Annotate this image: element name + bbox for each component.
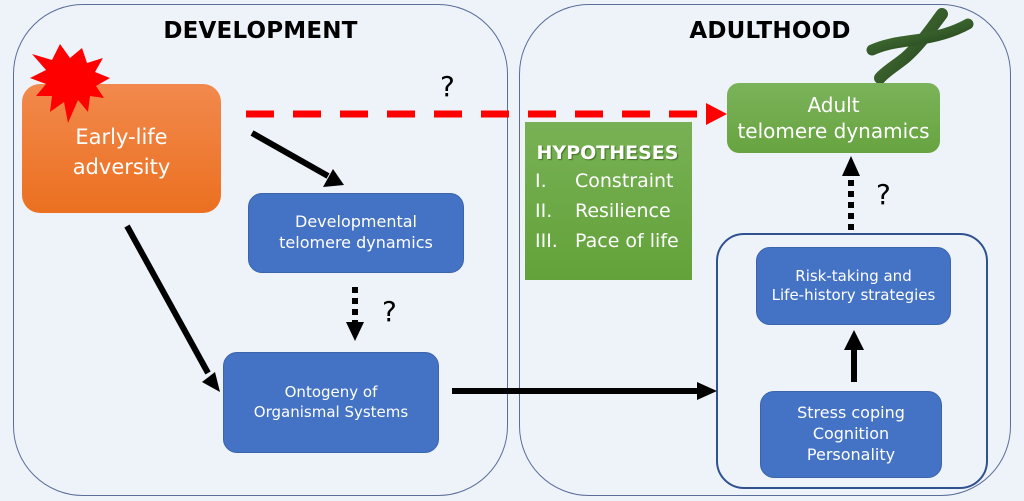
development-title: DEVELOPMENT	[163, 18, 358, 44]
node-label: telomere dynamics	[737, 119, 930, 143]
hypothesis-number: II.	[535, 200, 553, 222]
arrowhead	[323, 169, 344, 187]
arrowhead	[202, 372, 220, 392]
risk-taking-node: Risk-taking and Life-history strategies	[756, 247, 951, 325]
node-label: telomere dynamics	[279, 233, 433, 252]
chromosome-icon	[866, 8, 974, 84]
arrowhead	[697, 382, 717, 400]
node-label: Life-history strategies	[771, 286, 936, 304]
question-mark-top: ?	[440, 70, 455, 103]
arrowhead	[346, 322, 364, 341]
arrow-early-to-ontogeny	[124, 224, 211, 375]
hypothesis-label: Resilience	[575, 200, 671, 222]
arrowhead	[844, 330, 864, 350]
red-arrowhead	[706, 103, 727, 125]
node-label: adversity	[72, 154, 171, 179]
arrowhead	[842, 156, 860, 176]
ontogeny-node: Ontogeny of Organismal Systems	[223, 352, 439, 453]
behaviour-container	[716, 233, 988, 489]
hypothesis-item: III. Pace of life	[535, 226, 692, 256]
node-label: Personality	[806, 444, 896, 464]
hypothesis-item: II. Resilience	[535, 196, 692, 226]
hypotheses-box: HYPOTHESES I. Constraint II. Resilience …	[525, 122, 692, 280]
explosion-burst-icon	[30, 44, 110, 123]
node-label: Cognition	[812, 424, 890, 444]
node-label: Organismal Systems	[253, 402, 409, 421]
node-label: Adult	[807, 93, 860, 117]
arrow-early-to-developmental	[250, 130, 330, 179]
question-mark-adult: ?	[876, 178, 891, 211]
adulthood-panel	[519, 4, 1011, 496]
hypothesis-number: I.	[535, 170, 547, 192]
hypothesis-number: III.	[535, 230, 558, 252]
stress-coping-node: Stress coping Cognition Personality	[760, 391, 942, 478]
adulthood-title: ADULTHOOD	[689, 18, 851, 44]
node-label: Stress coping	[797, 403, 905, 423]
question-mark-developmental: ?	[382, 295, 397, 328]
node-label: Ontogeny of	[284, 383, 378, 401]
hypothesis-label: Pace of life	[575, 230, 679, 252]
node-label: Risk-taking and	[795, 266, 912, 285]
development-panel	[13, 4, 508, 496]
developmental-telomere-dynamics-node: Developmental telomere dynamics	[248, 193, 464, 273]
adult-telomere-dynamics-node: Adult telomere dynamics	[727, 83, 940, 153]
hypothesis-label: Constraint	[575, 170, 674, 192]
hypotheses-title: HYPOTHESES	[536, 142, 679, 164]
node-label: Developmental	[295, 212, 417, 232]
node-label: Early-life	[75, 125, 168, 150]
hypothesis-item: I. Constraint	[535, 166, 692, 196]
